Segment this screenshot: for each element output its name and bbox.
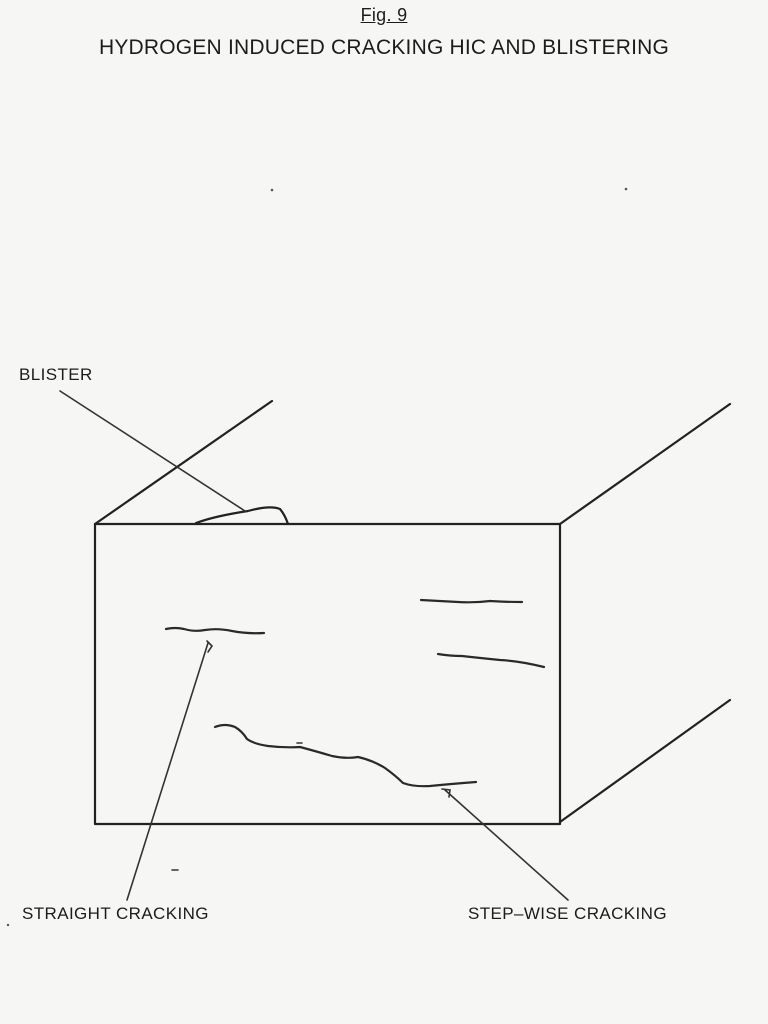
step-wise-cracking-label: STEP–WISE CRACKING [468,904,667,923]
block-top-right-edge [558,402,732,526]
straight-crack-left [164,626,266,635]
straight-cracking-arrowhead [206,640,214,653]
blister-leader-line [59,390,246,512]
scan-speck [6,923,10,927]
blister-label: BLISTER [19,365,93,384]
step-wise-cracking-leader-line [444,789,569,901]
block-bottom-right-edge [558,698,732,824]
step-wise-cracking-arrowhead [441,788,451,798]
block-front-face [93,522,562,826]
figure-number: Fig. 9 [360,5,408,25]
block-top-left-edge [93,399,274,526]
figure-title: HYDROGEN INDUCED CRACKING HIC AND BLISTE… [98,36,670,59]
straight-cracking-leader-line [126,642,209,901]
scan-speck [270,188,274,192]
step-wise-crack [213,723,478,788]
straight-crack-upper-right [419,598,524,604]
straight-cracking-label: STRAIGHT CRACKING [22,904,209,923]
blister-bump [194,506,290,526]
straight-crack-lower-right [436,652,546,669]
scan-speck [624,187,628,191]
